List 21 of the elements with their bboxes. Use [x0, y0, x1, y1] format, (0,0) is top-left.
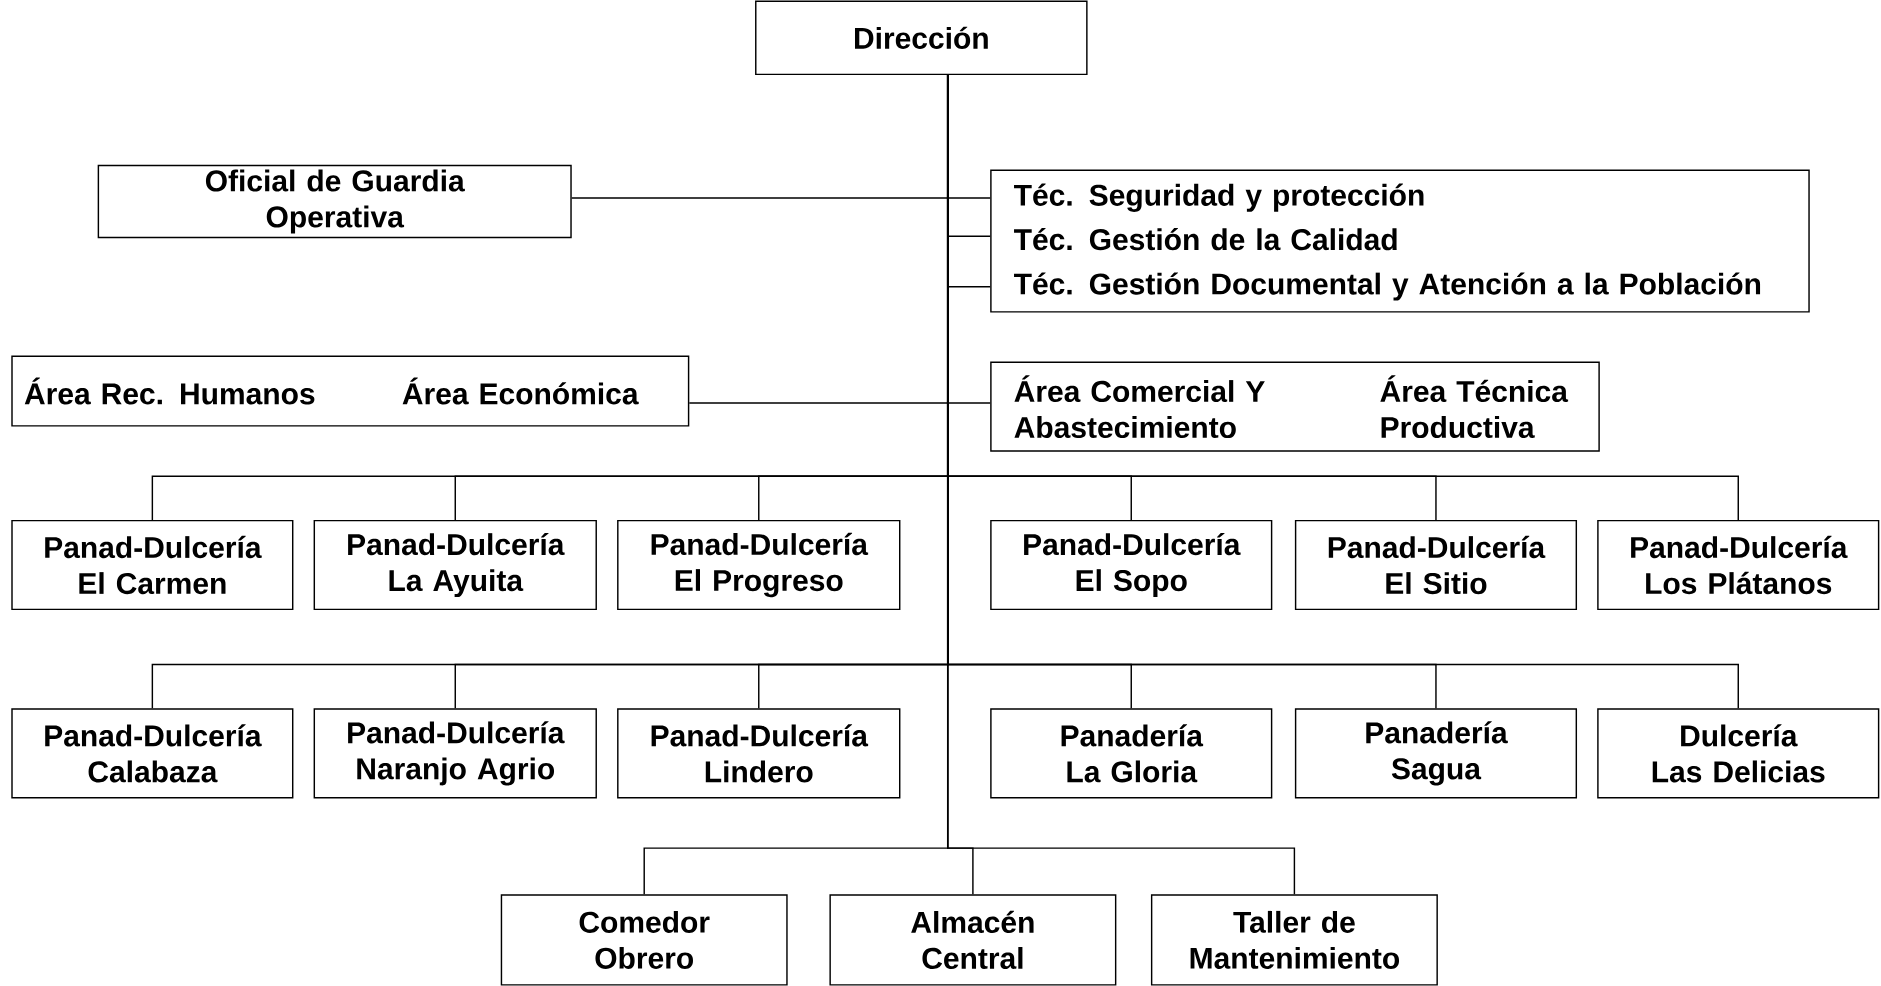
- org-box: Comedor Obrero: [500, 894, 788, 986]
- org-box: Taller de Mantenimiento: [1150, 894, 1438, 986]
- org-box: Área Comercial Y Abastecimiento Área Técnica Productiva: [990, 361, 1600, 452]
- org-box: Panad-Dulcería El Sopo: [990, 519, 1273, 611]
- org-box: Panad-Dulcería Los Plátanos: [1597, 519, 1880, 611]
- org-box: Oficial de Guardia Operativa: [97, 164, 572, 239]
- org-box: Almacén Central: [829, 894, 1117, 986]
- org-box: Panad-Dulcería La Ayuita: [313, 519, 597, 611]
- org-box: Panad-Dulcería El Carmen: [11, 519, 294, 611]
- org-box: Panadería La Gloria: [990, 708, 1273, 799]
- org-box: Panad-Dulcería El Progreso: [617, 519, 901, 611]
- org-box: Dirección: [755, 0, 1088, 76]
- connector-line: [947, 74, 1296, 895]
- org-box: Panadería Sagua: [1294, 708, 1578, 799]
- org-box: Panad-Dulcería Naranjo Agrio: [313, 708, 597, 799]
- org-box: Panad-Dulcería Lindero: [617, 708, 901, 799]
- org-box: Panad-Dulcería Calabaza: [11, 708, 294, 799]
- org-box: Panad-Dulcería El Sitio: [1294, 519, 1578, 611]
- org-box: Área Rec. Humanos Área Económica: [11, 355, 690, 427]
- org-box: Dulcería Las Delicias: [1597, 708, 1880, 799]
- org-box: Téc. Seguridad y protección Téc. Gestión de la Calidad Téc. Gestión Documental y Atención a la Población: [990, 169, 1810, 313]
